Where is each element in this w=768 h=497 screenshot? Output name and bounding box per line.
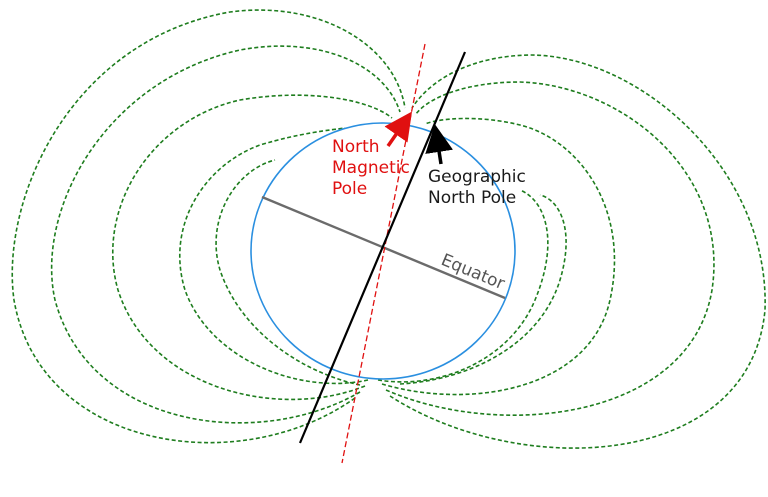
geographic-pole-label-line2: North Pole [428,188,516,208]
field-line [381,117,616,396]
field-line [50,45,401,424]
magnetic-pole-label: North Magnetic Pole [332,137,410,199]
field-line [377,189,549,383]
magnetic-pole-label-line2: Magnetic [332,158,410,178]
field-line [11,9,406,444]
geographic-pole-label-line1: Geographic [428,167,526,187]
earth-outline [250,122,516,380]
field-lines-right [377,54,766,449]
field-line [179,127,369,385]
geographic-pole-label: Geographic North Pole [428,167,526,208]
rotation-axis [298,51,467,444]
field-line [389,54,766,449]
equator-label: Equator [438,250,507,294]
field-lines-left [11,9,406,444]
magnetic-pole-arrow [384,111,412,147]
field-line [385,81,715,416]
magnetic-pole-label-line1: North [332,137,380,157]
field-line [215,159,361,386]
magnetic-pole-label-line3: Pole [332,179,367,199]
field-line [112,94,393,401]
geographic-pole-arrow [425,124,453,165]
field-line [399,194,567,385]
magnetic-axis [341,43,426,464]
